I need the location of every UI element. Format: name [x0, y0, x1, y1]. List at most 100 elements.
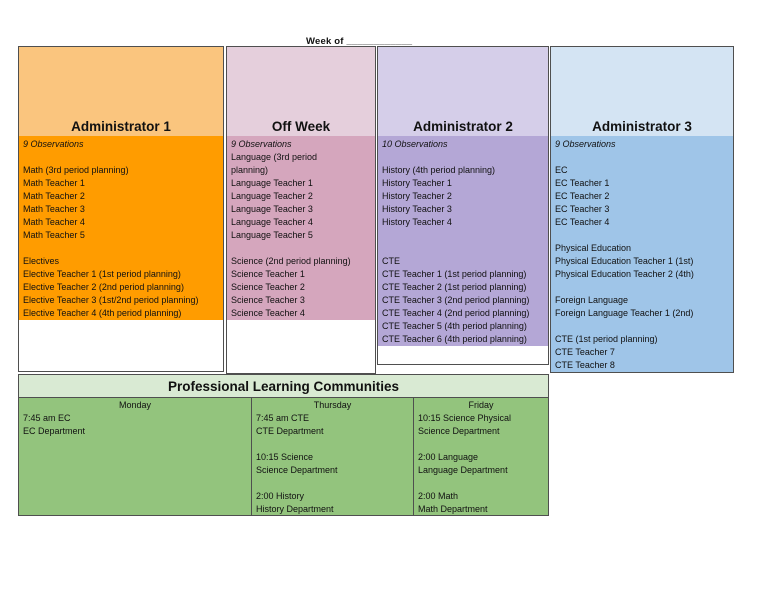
schedule-line: Language Teacher 3	[231, 204, 313, 214]
schedule-line: Math (3rd period planning)	[23, 165, 129, 175]
schedule-line: Electives	[23, 256, 60, 266]
schedule-line: CTE Teacher 5 (4th period planning)	[382, 321, 527, 331]
schedule-line: Science Department	[256, 465, 338, 475]
schedule-line: Language Teacher 1	[231, 178, 313, 188]
schedule-line: Language (3rd period	[231, 152, 318, 162]
column-administrator-1: Administrator 1 9 Observations Math (3rd…	[18, 46, 224, 372]
schedule-line: Physical Education	[555, 243, 632, 253]
column-off-week-title: Off Week	[271, 119, 331, 134]
schedule-line: Physical Education Teacher 2 (4th)	[555, 269, 694, 279]
schedule-line: Elective Teacher 4 (4th period planning)	[23, 308, 182, 318]
schedule-line: EC Teacher 2	[555, 191, 610, 201]
schedule-line: Science Teacher 1	[231, 269, 305, 279]
schedule-line: Math Department	[418, 504, 488, 514]
schedule-line: Language Teacher 4	[231, 217, 313, 227]
schedule-line: Math Teacher 4	[23, 217, 85, 227]
schedule-line: 9 Observations	[23, 139, 84, 149]
schedule-line	[555, 320, 729, 333]
column-administrator-1-title: Administrator 1	[71, 119, 171, 134]
schedule-line: CTE (1st period planning)	[555, 334, 658, 344]
schedule-line: History (4th period planning)	[382, 165, 496, 175]
schedule-line	[418, 477, 544, 490]
schedule-line	[23, 242, 219, 255]
schedule-line	[555, 229, 729, 242]
schedule-line: Foreign Language	[555, 295, 629, 305]
schedule-line	[418, 438, 544, 451]
schedule-line: History Teacher 3	[382, 204, 452, 214]
schedule-line: 7:45 am CTE	[256, 413, 310, 423]
schedule-line: CTE Teacher 7	[555, 347, 615, 357]
schedule-line: Math Teacher 5	[23, 230, 85, 240]
schedule-line	[23, 151, 219, 164]
schedule-line: History Department	[256, 504, 334, 514]
column-administrator-1-body: 9 Observations Math (3rd period planning…	[19, 136, 223, 320]
schedule-line: Science (2nd period planning)	[231, 256, 351, 266]
column-administrator-3-header: Administrator 3	[551, 47, 733, 136]
schedule-line: Elective Teacher 3 (1st/2nd period plann…	[23, 295, 199, 305]
schedule-line: Math Teacher 3	[23, 204, 85, 214]
schedule-line: 9 Observations	[555, 139, 616, 149]
schedule-line: 7:45 am EC	[23, 413, 71, 423]
column-administrator-2-body: 10 Observations History (4th period plan…	[378, 136, 548, 346]
schedule-line: Foreign Language Teacher 1 (2nd)	[555, 308, 694, 318]
schedule-line: 2:00 History	[256, 491, 305, 501]
column-administrator-3: Administrator 3 9 Observations EC EC Teac…	[550, 46, 734, 373]
schedule-line	[555, 151, 729, 164]
schedule-line: CTE Teacher 4 (2nd period planning)	[382, 308, 530, 318]
schedule-line: Elective Teacher 1 (1st period planning)	[23, 269, 181, 279]
schedule-line: Math Teacher 2	[23, 191, 85, 201]
schedule-line: EC	[555, 165, 568, 175]
schedule-line: Elective Teacher 2 (2nd period planning)	[23, 282, 184, 292]
plc-column-thursday: Thursday 7:45 am CTE CTE Department 10:15…	[251, 397, 414, 516]
plc-section-title: Professional Learning Communities	[167, 378, 400, 394]
page-title: Week of ____________	[306, 36, 413, 47]
column-off-week-header: Off Week	[227, 47, 375, 136]
column-administrator-2-title: Administrator 2	[413, 119, 513, 134]
schedule-line	[382, 151, 544, 164]
schedule-line: CTE Teacher 6 (4th period planning)	[382, 334, 527, 344]
column-administrator-3-title: Administrator 3	[592, 119, 692, 134]
schedule-line: 2:00 Language	[418, 452, 479, 462]
schedule-line	[231, 242, 371, 255]
schedule-line: EC Department	[23, 426, 86, 436]
schedule-line: CTE Department	[256, 426, 324, 436]
schedule-line: 10:15 Science	[256, 452, 314, 462]
schedule-line: Science Teacher 4	[231, 308, 305, 318]
plc-monday-body: 7:45 am EC EC Department	[19, 412, 251, 438]
schedule-line: EC Teacher 4	[555, 217, 610, 227]
schedule-line: Science Department	[418, 426, 500, 436]
plc-monday-label: Monday	[118, 400, 152, 410]
plc-section-header: Professional Learning Communities	[18, 374, 549, 398]
schedule-line: History Teacher 2	[382, 191, 452, 201]
plc-thursday-label: Thursday	[313, 400, 352, 410]
schedule-line: CTE Teacher 1 (1st period planning)	[382, 269, 527, 279]
schedule-line: 9 Observations	[231, 139, 292, 149]
schedule-line: CTE Teacher 3 (2nd period planning)	[382, 295, 530, 305]
plc-column-monday: Monday 7:45 am EC EC Department	[18, 397, 252, 516]
schedule-line: Math Teacher 1	[23, 178, 85, 188]
column-administrator-3-body: 9 Observations EC EC Teacher 1 EC Teacher …	[551, 136, 733, 372]
schedule-line: 2:00 Math	[418, 491, 459, 501]
column-administrator-2: Administrator 2 10 Observations History …	[377, 46, 549, 365]
schedule-line	[256, 477, 409, 490]
schedule-line: History Teacher 4	[382, 217, 452, 227]
schedule-line: Language Teacher 2	[231, 191, 313, 201]
schedule-line	[382, 229, 544, 242]
schedule-line: Science Teacher 2	[231, 282, 305, 292]
schedule-line: CTE Teacher 2 (1st period planning)	[382, 282, 527, 292]
schedule-line	[555, 281, 729, 294]
schedule-line: 10 Observations	[382, 139, 448, 149]
schedule-line	[256, 438, 409, 451]
schedule-line: EC Teacher 3	[555, 204, 610, 214]
schedule-line: EC Teacher 1	[555, 178, 610, 188]
schedule-line: planning)	[231, 165, 269, 175]
schedule-line: Language Department	[418, 465, 508, 475]
schedule-line: CTE	[382, 256, 400, 266]
schedule-line: History Teacher 1	[382, 178, 452, 188]
plc-friday-label: Friday	[468, 400, 494, 410]
schedule-line: Science Teacher 3	[231, 295, 305, 305]
